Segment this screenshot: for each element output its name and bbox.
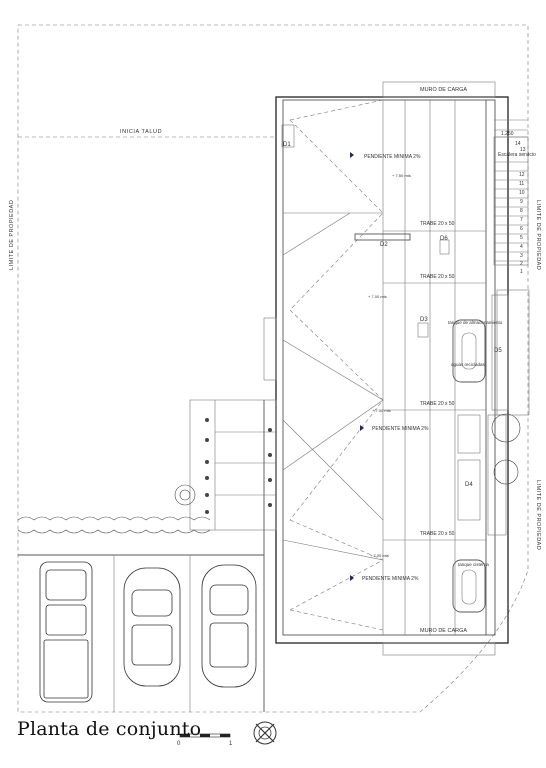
- drawing-title: Planta de conjunto: [17, 718, 202, 740]
- pendiente-2: PENDIENTE MINIMA 2%: [372, 426, 429, 432]
- muro-carga-bottom: MURO DE CARGA: [420, 628, 467, 634]
- downspout-d4-label: D4: [465, 482, 473, 488]
- trabe-1: TRABE 20 x 50: [420, 221, 455, 227]
- stair-step-14: 14: [515, 141, 521, 147]
- downspout-d2-label: D2: [380, 242, 388, 248]
- stair-step-1: 1: [520, 269, 523, 275]
- planting-hedge: [17, 413, 521, 534]
- car-pickup: [39, 561, 93, 703]
- stair-step-4: 4: [520, 244, 523, 250]
- stair-step-11: 11: [519, 181, 524, 187]
- parking-area: [18, 399, 277, 712]
- stair-dimension: 1.250: [501, 131, 514, 137]
- scale-start: 0: [177, 741, 181, 747]
- stair-step-9: 9: [520, 199, 523, 205]
- stair-step-12: 12: [519, 172, 525, 178]
- pendiente-3: PENDIENTE MINIMA 2%: [362, 576, 419, 582]
- cistern-tank: [452, 559, 486, 613]
- level-2: + 7.00 mts: [368, 294, 387, 299]
- tanque-almacenamiento-label: tanque de almacenamiento: [448, 320, 503, 325]
- downspout-d1: [281, 124, 295, 148]
- tanque-cisterna-label: tanque cisterna: [458, 562, 489, 567]
- downspout-d5-label: D5: [494, 348, 502, 354]
- downspout-d3: [417, 322, 429, 338]
- stair-step-5: 5: [520, 235, 523, 241]
- stair-step-6: 6: [520, 226, 523, 232]
- storage-tank: [452, 319, 486, 383]
- trabe-2: TRABE 20 x 50: [420, 274, 455, 280]
- car-sedan-2: [201, 564, 257, 688]
- inicia-talud-label: INICIA TALUD: [120, 129, 162, 135]
- stair-label: Escalera servicio: [498, 152, 536, 158]
- muro-carga-top: MURO DE CARGA: [420, 87, 467, 93]
- stair-step-8: 8: [520, 208, 523, 214]
- level-1: + 7.50 mts: [392, 173, 411, 178]
- level-3: + 7.00 mts: [372, 408, 391, 413]
- downspout-d6-label: D6: [440, 236, 448, 242]
- downspout-d1-label: D1: [283, 142, 291, 148]
- slope-arrow-icon: [360, 425, 364, 431]
- stair-step-13: 13: [520, 147, 526, 153]
- downspout-d3-label: D3: [420, 317, 428, 323]
- car-sedan-1: [123, 567, 181, 687]
- stair-step-3: 3: [520, 253, 523, 259]
- limite-propiedad-right-top: LIMITE DE PROPIEDAD: [535, 200, 541, 270]
- slope-arrow-icon: [350, 152, 354, 158]
- stair-numbers: 14 13 12 11 10 9 8 7 6 5 4 3 2 1: [515, 141, 526, 275]
- scale-bar: [179, 733, 231, 738]
- scale-end: 1: [229, 741, 233, 747]
- building-roof: [263, 81, 530, 656]
- slope-arrow-icon: [350, 575, 354, 581]
- pendiente-1: PENDIENTE MINIMA 2%: [364, 154, 421, 160]
- limite-propiedad-right-bottom: LIMITE DE PROPIEDAD: [535, 480, 541, 550]
- property-boundary: [17, 24, 529, 713]
- level-4: + 7.00 mts: [370, 553, 389, 558]
- aguas-recicladas-label: aguas recicladas: [451, 362, 486, 367]
- north-arrow-icon: [253, 721, 277, 745]
- service-stair: [493, 119, 529, 266]
- trabe-4: TRABE 20 x 50: [420, 531, 455, 537]
- stair-step-10: 10: [519, 190, 525, 196]
- limite-propiedad-left: LIMITE DE PROPIEDAD: [9, 200, 15, 270]
- stair-step-7: 7: [520, 217, 523, 223]
- stair-step-2: 2: [520, 261, 523, 267]
- downspout-d6: [439, 239, 450, 255]
- trabe-3: TRABE 20 x 50: [420, 401, 455, 407]
- downspout-d2: [354, 233, 411, 241]
